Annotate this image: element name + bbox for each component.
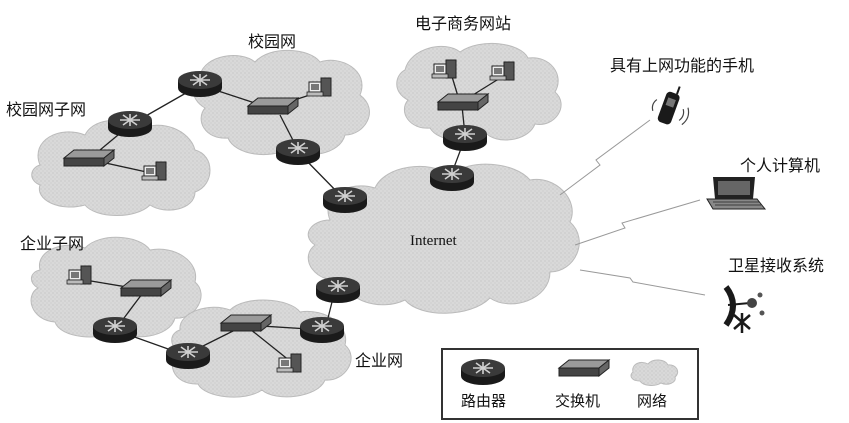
wireless-links: [559, 119, 706, 296]
wireless-mobile: [559, 119, 651, 196]
satellite-dish-icon: [723, 285, 765, 333]
laptop-icon: [706, 177, 767, 210]
switch-ent: [220, 314, 272, 332]
legend: 路由器 交换机 网络: [441, 348, 699, 420]
router-campus-1: [177, 70, 223, 98]
legend-network-icon: [630, 359, 679, 386]
label-enterprise-subnet: 企业子网: [20, 234, 85, 253]
label-ecommerce: 电子商务网站: [415, 14, 512, 33]
legend-router-label: 路由器: [461, 392, 507, 410]
router-ent-2: [299, 316, 345, 344]
router-internet-3: [315, 276, 361, 304]
label-internet: Internet: [410, 233, 457, 249]
router-ent-subnet: [92, 316, 138, 344]
switch-campus: [247, 97, 299, 115]
legend-router-icon: [460, 358, 506, 386]
legend-switch-icon: [558, 359, 610, 377]
switch-ent-subnet: [120, 279, 172, 297]
cloud-enterprise-subnet: [30, 236, 202, 338]
label-satellite: 卫星接收系统: [728, 256, 825, 275]
mobile-phone-icon: [651, 86, 690, 126]
label-campus-subnet: 校园网子网: [6, 100, 87, 119]
switch-ecommerce: [437, 93, 489, 111]
router-internet-2: [429, 164, 475, 192]
label-mobile: 具有上网功能的手机: [610, 56, 755, 75]
cloud-campus-subnet: [31, 120, 211, 216]
wireless-satellite: [579, 269, 706, 296]
legend-network-label: 网络: [637, 392, 668, 410]
router-campus-2: [275, 138, 321, 166]
label-enterprise-net: 企业网: [355, 351, 404, 370]
legend-switch-label: 交换机: [555, 392, 601, 410]
label-pc: 个人计算机: [740, 156, 821, 175]
router-internet-1: [322, 186, 368, 214]
wireless-pc: [574, 199, 701, 246]
label-campus-net: 校园网: [248, 32, 297, 51]
router-campus-subnet: [107, 110, 153, 138]
switch-campus-subnet: [63, 149, 115, 167]
router-ent-1: [165, 342, 211, 370]
router-ecommerce: [442, 124, 488, 152]
legend-symbols: [460, 358, 679, 386]
